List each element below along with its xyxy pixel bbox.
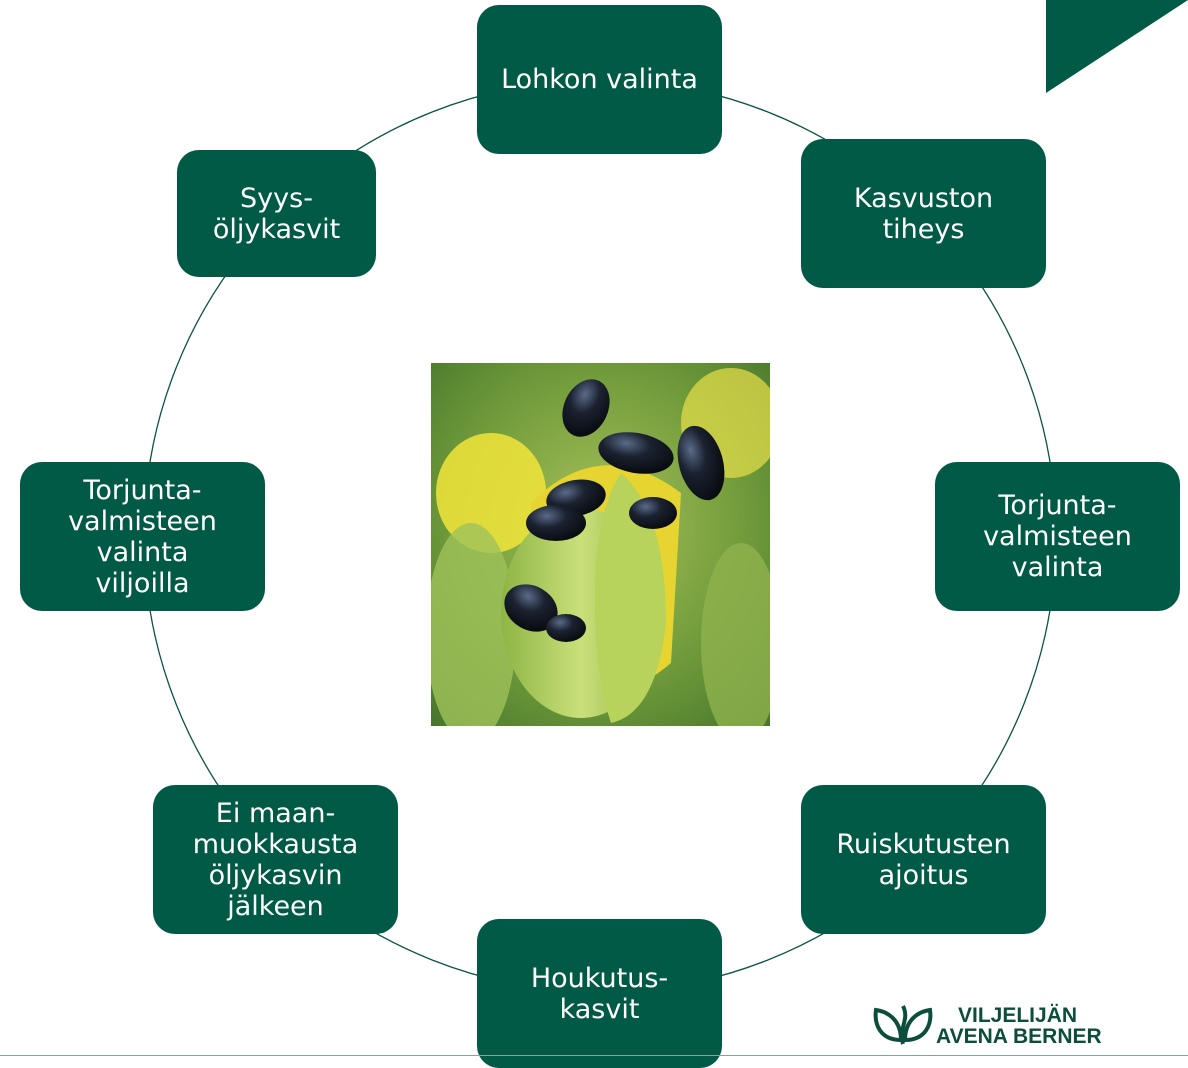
node-torjuntavalmisteen-valinta-viljoilla: Torjunta- valmisteen valinta viljoilla: [20, 462, 265, 611]
logo-line-2: AVENA BERNER: [936, 1025, 1102, 1048]
node-syysoljykasvit: Syys- öljykasvit: [177, 150, 376, 277]
node-kasvuston-tiheys: Kasvuston tiheys: [801, 139, 1046, 288]
node-lohkon-valinta: Lohkon valinta: [477, 5, 722, 154]
corner-triangle-decoration: [1046, 0, 1188, 93]
logo-line-1: VILJELIJÄN: [958, 1004, 1078, 1027]
node-ruiskutusten-ajoitus: Ruiskutusten ajoitus: [801, 785, 1046, 934]
node-ei-maanmuokkausta: Ei maan- muokkausta öljykasvin jälkeen: [153, 785, 398, 934]
leaf-logo-icon: [873, 1005, 933, 1045]
footer-divider: [0, 1055, 1188, 1056]
node-torjuntavalmisteen-valinta: Torjunta- valmisteen valinta: [935, 462, 1180, 611]
flea-beetle-photo: [431, 363, 770, 726]
node-houkutuskasvit: Houkutus- kasvit: [477, 919, 722, 1068]
avena-berner-logo: VILJELIJÄN AVENA BERNER: [870, 1000, 1102, 1050]
